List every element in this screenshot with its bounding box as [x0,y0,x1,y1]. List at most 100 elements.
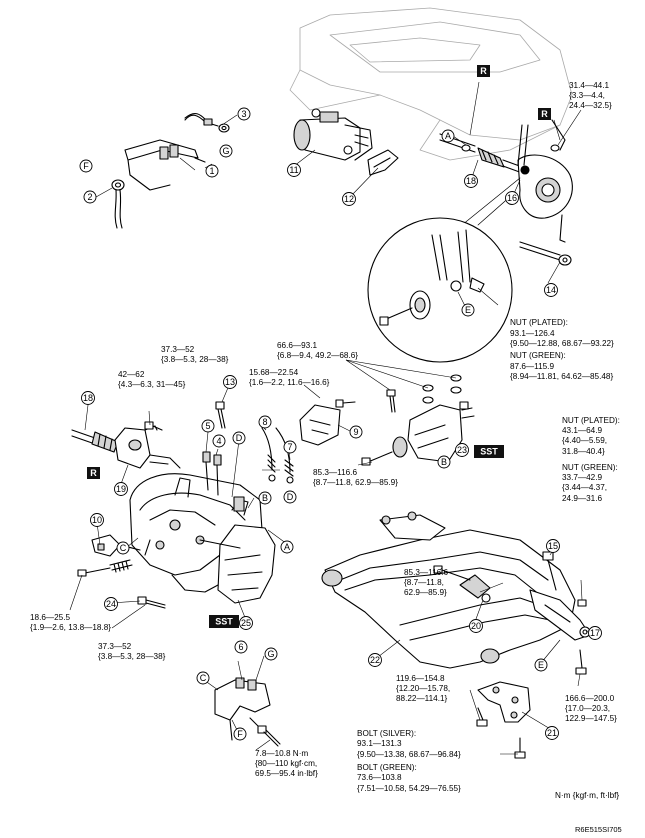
torque-spec-nut-right: NUT (PLATED): 43.1—64.9 {4.40—5.59, 31.8… [562,416,620,503]
svg-text:166.6—200.0: 166.6—200.0 [565,694,615,703]
svg-text:24.9—31.6: 24.9—31.6 [562,494,603,503]
callout-15: 15 [546,539,560,553]
svg-text:F: F [83,161,89,171]
svg-text:37.3—52: 37.3—52 [98,642,132,651]
diagram-artwork [71,7,591,759]
svg-text:16: 16 [507,193,517,203]
svg-text:D: D [236,433,243,443]
svg-text:R: R [541,109,548,119]
svg-text:31.4—44.1: 31.4—44.1 [569,81,610,90]
svg-text:C: C [120,543,127,553]
svg-text:12: 12 [344,194,354,204]
svg-text:119.6—154.8: 119.6—154.8 [396,674,445,683]
magnified-view [367,177,521,363]
callout-B-mid: B [258,491,272,505]
torque-spec-bolt: BOLT (SILVER): 93.1—131.3 {9.50—13.38, 6… [357,729,461,793]
svg-text:B: B [441,457,447,467]
mount-bolts-top [386,374,462,413]
callout-11: 11 [287,163,301,177]
heat-shield-12 [367,149,399,176]
bolt-spring-left [77,559,133,577]
svg-text:SST: SST [480,447,498,457]
svg-text:SST: SST [215,617,233,627]
svg-text:A: A [445,131,451,141]
svg-text:42—62: 42—62 [118,370,145,379]
svg-text:3: 3 [241,109,246,119]
svg-text:{9.50—13.38, 68.67—96.84}: {9.50—13.38, 68.67—96.84} [357,750,461,759]
svg-text:{12.20—15.78,: {12.20—15.78, [396,684,450,693]
svg-text:24: 24 [106,599,116,609]
callout-9: 9 [349,425,363,439]
svg-text:G: G [267,649,274,659]
badge-SST-mount: SST [474,445,504,458]
lower-control-arm [529,551,591,675]
svg-text:{3.8—5.3, 28—38}: {3.8—5.3, 28—38} [98,652,166,661]
svg-text:{1.9—2.6, 13.8—18.8}: {1.9—2.6, 13.8—18.8} [30,623,111,632]
callout-A-top: A [441,129,455,143]
torque-spec-7-8: 7.8—10.8 N·m {80—110 kgf·cm, 69.5—95.4 i… [255,749,318,778]
callout-3: 3 [237,107,251,121]
svg-text:14: 14 [546,285,556,295]
svg-text:F: F [237,729,243,739]
svg-text:G: G [222,146,229,156]
svg-text:NUT (GREEN):: NUT (GREEN): [562,463,618,472]
callout-13: 13 [223,375,237,389]
drive-shaft-18-lower [71,429,119,453]
knuckle-16 [517,119,573,243]
torque-spec-nut-upper: NUT (PLATED): 93.1—126.4 {9.50—12.88, 68… [510,318,614,381]
bolt-20 [433,565,491,603]
callout-25: 25 [239,616,253,630]
callout-D-right: D [283,490,297,504]
callout-A-lower: A [280,540,294,554]
svg-text:BOLT (GREEN):: BOLT (GREEN): [357,763,417,772]
bolt-24 [137,596,166,609]
svg-text:69.5—95.4 in·lbf}: 69.5—95.4 in·lbf} [255,769,318,778]
callout-18-upper: 18 [464,174,478,188]
svg-text:D: D [287,492,294,502]
svg-text:7: 7 [287,442,292,452]
svg-text:{17.0—20.3,: {17.0—20.3, [565,704,610,713]
cables-7-8 [261,427,294,484]
svg-text:E: E [465,305,471,315]
engine-mount-23 [361,401,475,466]
callout-F-top: F [79,159,93,173]
svg-text:33.7—42.9: 33.7—42.9 [562,473,603,482]
svg-text:24.4—32.5}: 24.4—32.5} [569,101,612,110]
svg-text:20: 20 [471,621,481,631]
callout-7: 7 [283,440,297,454]
badge-R-left: R [87,467,100,479]
callout-22: 22 [368,653,382,667]
plate-21 [476,681,531,759]
svg-text:B: B [262,493,268,503]
callout-17: 17 [588,626,602,640]
tie-rod-end-14 [519,241,572,266]
svg-text:18: 18 [466,176,476,186]
torque-spec-top-right: 31.4—44.1 {3.3—4.4, 24.4—32.5} [569,81,612,110]
svg-text:22: 22 [370,655,380,665]
svg-text:{8.7—11.8,: {8.7—11.8, [404,578,444,587]
callout-G-bottom: G [264,647,278,661]
svg-text:5: 5 [205,421,210,431]
leader-lines [69,81,591,755]
callout-6: 6 [234,640,248,654]
transmission-mount-19 [114,425,181,469]
svg-text:25: 25 [241,618,251,628]
svg-text:10: 10 [92,515,102,525]
bracket-6 [214,677,281,747]
svg-text:A: A [284,542,290,552]
badge-R-right: R [538,108,551,120]
svg-text:8: 8 [262,417,267,427]
callout-4: 4 [212,434,226,448]
harness-bracket-1 [124,139,206,191]
svg-text:122.9—147.5}: 122.9—147.5} [565,714,617,723]
callout-2: 2 [83,190,97,204]
svg-text:21: 21 [547,728,557,738]
callout-21: 21 [545,726,559,740]
callout-C-trans: C [116,541,130,555]
callout-5: 5 [201,419,215,433]
svg-text:{6.8—9.4, 49.2—68.6}: {6.8—9.4, 49.2—68.6} [277,351,358,360]
svg-text:{8.7—11.8, 62.9—85.9}: {8.7—11.8, 62.9—85.9} [313,478,398,487]
callout-D-left: D [232,431,246,445]
svg-text:93.1—126.4: 93.1—126.4 [510,329,555,338]
